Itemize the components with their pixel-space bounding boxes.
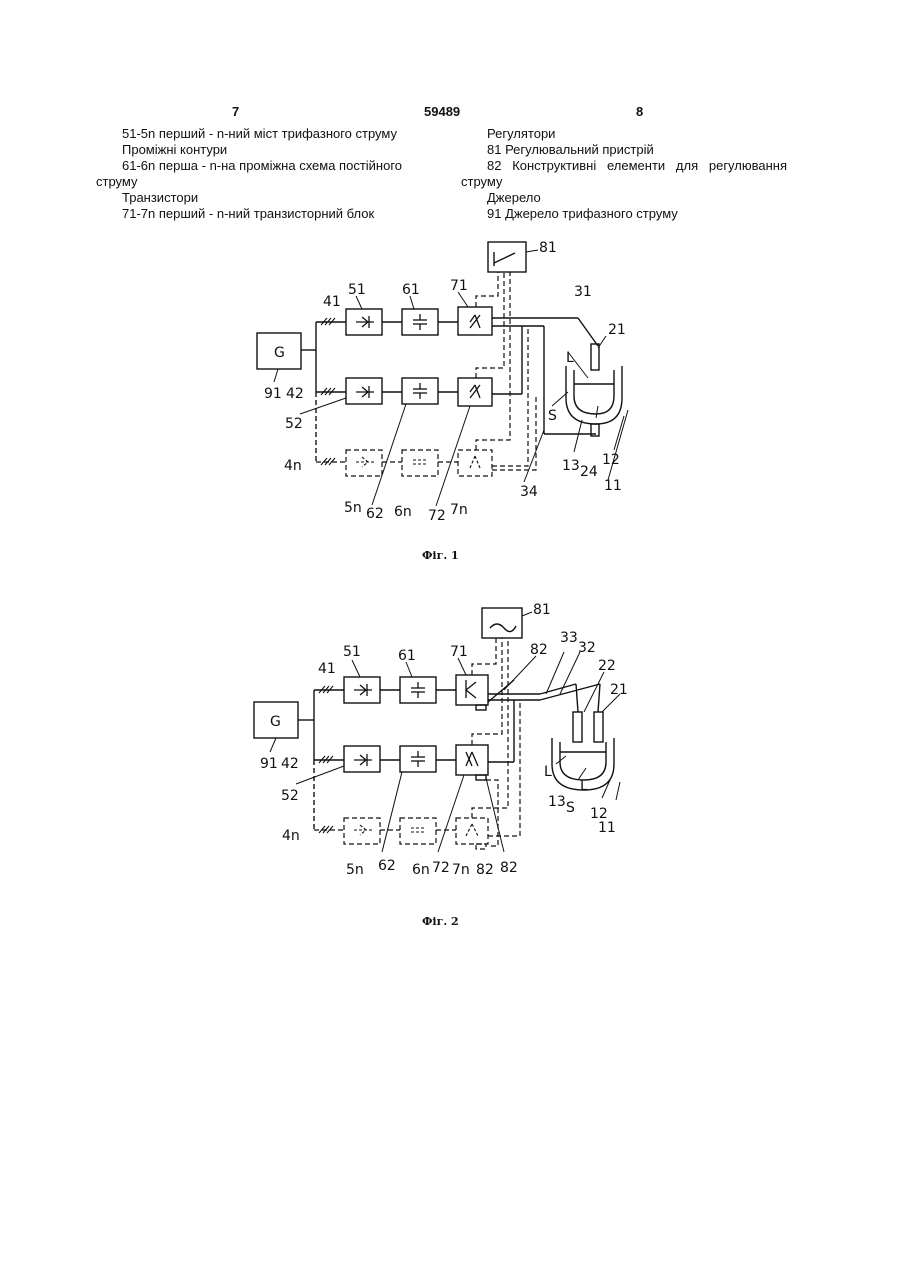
label-11: 11 <box>598 820 616 836</box>
label-42: 42 <box>281 756 299 772</box>
label-33: 33 <box>560 630 578 646</box>
label-32: 32 <box>578 640 596 656</box>
label-61: 61 <box>398 648 416 664</box>
label-72: 72 <box>432 860 450 876</box>
label-62: 62 <box>378 858 396 874</box>
label-6n: 6n <box>412 862 430 878</box>
label-7n: 7n <box>452 862 470 878</box>
label-82: 82 <box>500 860 518 876</box>
label-4n: 4n <box>282 828 300 844</box>
label-13: 13 <box>548 794 566 810</box>
label-91: 91 <box>260 756 278 772</box>
label-52: 52 <box>281 788 299 804</box>
label-51: 51 <box>343 644 361 660</box>
label-82: 82 <box>530 642 548 658</box>
label-21: 21 <box>610 682 628 698</box>
label-L: L <box>544 764 552 780</box>
figure-2-caption: Фіг. 2 <box>422 915 459 928</box>
label-22: 22 <box>598 658 616 674</box>
label-81: 81 <box>533 602 551 618</box>
label-5n: 5n <box>346 862 364 878</box>
label-S: S <box>566 800 575 816</box>
label-82: 82 <box>476 862 494 878</box>
label-L: L <box>580 778 588 794</box>
label-g: G <box>270 714 281 730</box>
label-41: 41 <box>318 661 336 677</box>
label-71: 71 <box>450 644 468 660</box>
